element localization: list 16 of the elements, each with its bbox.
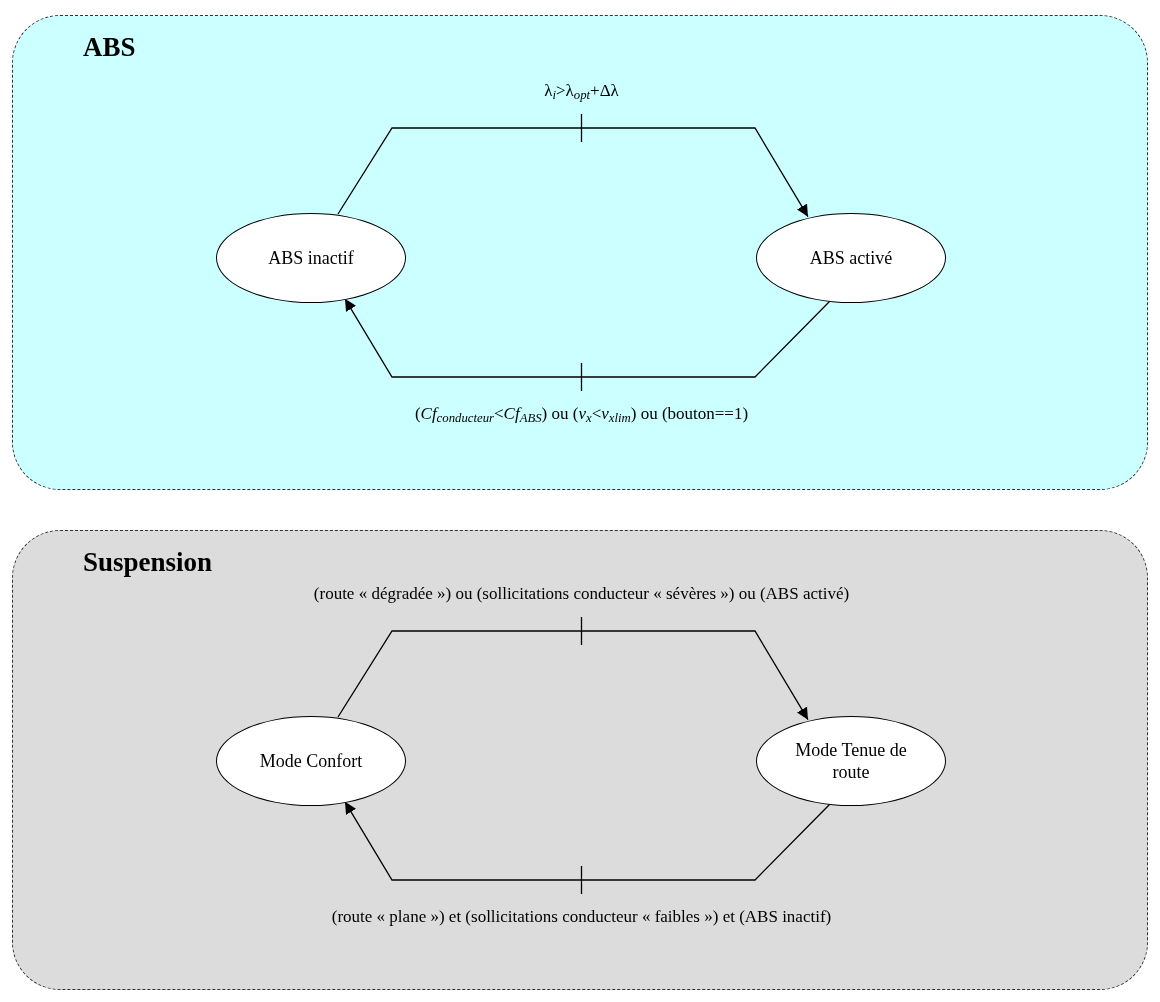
panel-title: Suspension: [83, 549, 213, 576]
edge-label: (route « dégradée ») ou (sollicitations conducteur « sévères ») ou (ABS activé): [312, 583, 851, 605]
edge-label: (Cf$_{conducteur}$<Cf$_{ABS}$) ou (v$_{x}$<v$_{xlim}$) ou (bouton==1): [413, 403, 750, 425]
state-label: ABS inactif: [268, 247, 354, 269]
panel-title: ABS: [83, 34, 136, 61]
transition-arrow: [344, 298, 831, 378]
edge-label: λ$_{i}$>λ$_{opt}$+Δλ: [543, 80, 620, 102]
transition-arrow: [337, 127, 809, 218]
state-panel: [12, 15, 1148, 490]
transition-arrow: [337, 630, 809, 721]
edge-label: (route « plane ») et (sollicitations conducteur « faibles ») et (ABS inactif): [330, 906, 833, 928]
state-label: ABS activé: [809, 247, 893, 269]
state-label: Mode Confort: [259, 750, 363, 772]
state-panel: [12, 530, 1148, 990]
state-label: Mode Tenue de route: [794, 739, 908, 783]
transition-arrow: [344, 801, 831, 881]
